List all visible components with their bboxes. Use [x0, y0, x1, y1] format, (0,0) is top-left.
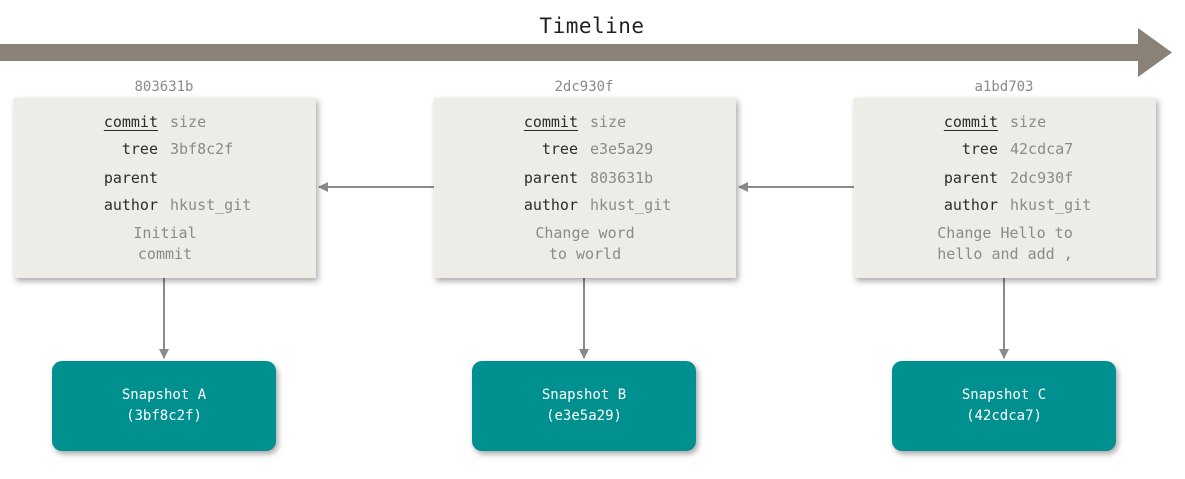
- field-value: size: [1010, 113, 1047, 131]
- field-key: parent: [103, 169, 158, 187]
- commit-field-author: author hkust_git: [434, 195, 736, 215]
- snapshot-hash: (42cdca7): [966, 408, 1042, 424]
- snapshot-hash: (3bf8c2f): [126, 408, 202, 424]
- field-value: 803631b: [590, 169, 654, 187]
- snapshot-b: Snapshot B (e3e5a29): [472, 361, 696, 451]
- commit-field-commit: commit size: [14, 112, 316, 132]
- field-value: e3e5a29: [590, 140, 654, 158]
- field-key: author: [523, 196, 578, 214]
- snapshot-title: Snapshot A: [121, 387, 207, 403]
- field-key: commit: [943, 113, 998, 131]
- commit-field-tree: tree e3e5a29: [434, 139, 736, 159]
- commit-message: Change Hello to hello and add ,: [937, 224, 1073, 263]
- commit-message: Initial commit: [133, 224, 197, 263]
- field-value: size: [590, 113, 627, 131]
- commit-card-a: commit size tree 3bf8c2f parent author h…: [14, 98, 316, 278]
- field-value: 2dc930f: [1010, 169, 1074, 187]
- commit-field-tree: tree 42cdca7: [854, 139, 1156, 159]
- snapshot-title: Snapshot B: [541, 387, 627, 403]
- timeline-arrow: [0, 28, 1172, 77]
- commit-hash-a: 803631b: [134, 79, 194, 95]
- timeline-label: Timeline: [539, 14, 645, 38]
- field-value: hkust_git: [590, 196, 672, 214]
- snapshot-hash: (e3e5a29): [546, 408, 622, 424]
- field-value: 42cdca7: [1010, 140, 1074, 158]
- field-key: tree: [121, 140, 158, 158]
- snapshot-title: Snapshot C: [961, 387, 1047, 403]
- commit-field-tree: tree 3bf8c2f: [14, 139, 316, 159]
- commit-field-parent: parent: [14, 168, 316, 188]
- commit-field-commit: commit size: [434, 112, 736, 132]
- commit-field-author: author hkust_git: [14, 195, 316, 215]
- field-key: parent: [523, 169, 578, 187]
- field-value: 3bf8c2f: [170, 140, 234, 158]
- snapshot-c: Snapshot C (42cdca7): [892, 361, 1116, 451]
- field-key: commit: [103, 113, 158, 131]
- commit-hash-b: 2dc930f: [554, 79, 614, 95]
- commit-field-author: author hkust_git: [854, 195, 1156, 215]
- field-value: size: [170, 113, 207, 131]
- commit-field-parent: parent 803631b: [434, 168, 736, 188]
- commit-field-commit: commit size: [854, 112, 1156, 132]
- field-key: author: [103, 196, 158, 214]
- commit-card-b: commit size tree e3e5a29 parent 803631b …: [434, 98, 736, 278]
- commit-message: Change word to world: [535, 224, 635, 263]
- field-key: author: [943, 196, 998, 214]
- commit-field-parent: parent 2dc930f: [854, 168, 1156, 188]
- snapshot-a: Snapshot A (3bf8c2f): [52, 361, 276, 451]
- field-key: parent: [943, 169, 998, 187]
- field-value: hkust_git: [170, 196, 252, 214]
- commit-card-c: commit size tree 42cdca7 parent 2dc930f …: [854, 98, 1156, 278]
- field-key: tree: [961, 140, 998, 158]
- commit-hash-c: a1bd703: [974, 79, 1034, 95]
- field-key: tree: [541, 140, 578, 158]
- field-key: commit: [523, 113, 578, 131]
- field-value: hkust_git: [1010, 196, 1092, 214]
